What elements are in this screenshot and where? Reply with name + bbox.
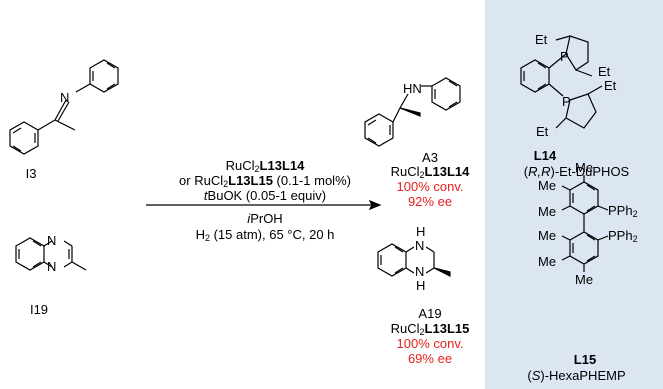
condition-base: tBuOK (0.05-1 equiv) (203, 188, 327, 203)
condition-hydrogen: H2 (15 atm), 65 °C, 20 h (195, 227, 335, 243)
thq-h-bottom-label: H (416, 278, 426, 293)
hexaphemp-structure (561, 175, 609, 272)
thq-n-top-label: N (415, 238, 425, 253)
imine-label: I3 (25, 166, 37, 181)
product-a19-conversion: 100% conv. (396, 336, 464, 351)
l15-me-6: Me (575, 272, 594, 287)
l15-me-4: Me (538, 228, 557, 243)
product-a3-ee: 92% ee (407, 194, 453, 209)
product-a3-catalyst: RuCl2L13L14 (390, 164, 470, 180)
imine-n-label: N (60, 90, 70, 105)
condition-solvent: iPrOH (247, 211, 283, 226)
l14-et-3: Et (604, 78, 617, 93)
l14-et-1: Et (535, 32, 548, 47)
quinoxaline-n2-label: N (47, 259, 57, 274)
thq-h-top-label: H (416, 224, 426, 239)
quinoxaline-structure (15, 237, 87, 271)
l15-me-5: Me (538, 254, 557, 269)
l15-name: (S)-HexaPHEMP (527, 368, 626, 383)
product-a3-label: A3 (422, 150, 438, 165)
duphos-structure (520, 35, 603, 129)
l14-code: L14 (533, 148, 557, 163)
imine-structure (9, 59, 119, 155)
product-a19-label: A19 (418, 306, 442, 321)
quinoxaline-n1-label: N (47, 233, 57, 248)
l14-p-2: P (562, 94, 571, 109)
l15-pph2-1: PPh2 (608, 203, 638, 219)
amine-nh-label: HN (403, 81, 422, 96)
condition-catalyst-1: RuCl2L13L14 (225, 158, 305, 174)
product-a19-ee: 69% ee (407, 351, 453, 366)
l15-me-1: Me (575, 160, 594, 175)
thq-n-bottom-label: N (415, 264, 425, 279)
product-a3-conversion: 100% conv. (396, 179, 464, 194)
l15-me-2: Me (538, 178, 557, 193)
thq-structure (377, 243, 451, 277)
quinoxaline-label: I19 (29, 302, 49, 317)
reaction-arrow (146, 199, 382, 211)
l14-et-4: Et (536, 124, 549, 139)
amine-structure (364, 77, 461, 147)
l14-name: (R,R)-Et-DuPHOS (523, 164, 630, 179)
l15-code: L15 (573, 352, 597, 367)
l14-p-1: P (560, 49, 569, 64)
condition-catalyst-2: or RuCl2L13L15 (0.1-1 mol%) (179, 173, 351, 189)
ligand-panel (485, 0, 663, 389)
l14-et-2: Et (598, 64, 611, 79)
l15-pph2-2: PPh2 (608, 228, 638, 244)
product-a19-catalyst: RuCl2L13L15 (390, 321, 470, 337)
l15-me-3: Me (538, 204, 557, 219)
